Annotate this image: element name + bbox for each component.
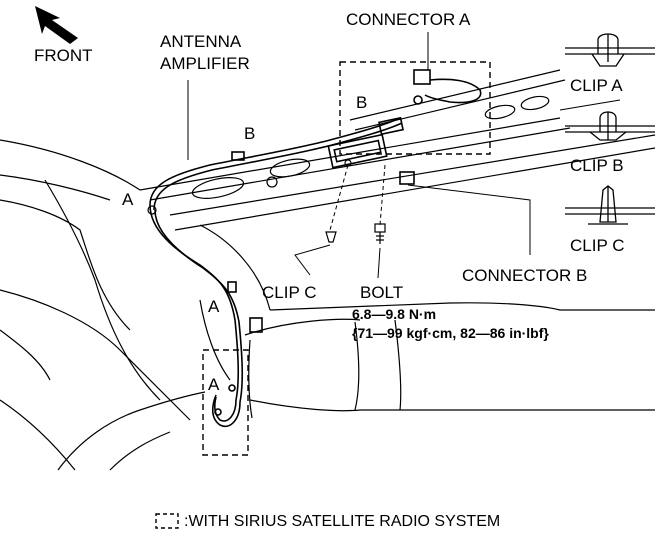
marker-a-left: A	[122, 190, 134, 209]
clip-c-fastener-icon	[325, 231, 337, 243]
clip-a-detail-icon	[565, 33, 655, 67]
legend-text: :WITH SIRIUS SATELLITE RADIO SYSTEM	[184, 513, 501, 530]
marker-a-middle: A	[208, 297, 220, 316]
fastener-leaders	[329, 164, 386, 231]
antenna-amplifier-label-line2: AMPLIFIER	[160, 54, 250, 73]
antenna-amplifier-label-line1: ANTENNA	[160, 32, 242, 51]
clip-c-detail-icon	[565, 185, 655, 225]
clip-a-label: CLIP A	[570, 76, 623, 95]
torque-spec-nm: 6.8—9.8 N·m	[352, 306, 437, 322]
marker-b-lower: B	[244, 124, 256, 143]
torque-spec-imperial: {71—99 kgf·cm, 82—86 in·lbf}	[352, 325, 549, 341]
bolt-label: BOLT	[360, 283, 404, 302]
clip-b-detail-icon	[565, 111, 655, 141]
clip-b-label: CLIP B	[570, 156, 624, 175]
front-label: FRONT	[34, 46, 93, 65]
label-leader-lines	[187, 32, 621, 279]
clip-c-label: CLIP C	[570, 236, 625, 255]
legend-dashed-box-icon	[155, 513, 179, 529]
marker-b-upper: B	[356, 93, 368, 112]
marker-a-lower: A	[208, 375, 220, 394]
connector-a-label: CONNECTOR A	[346, 10, 471, 29]
bolt-fastener-icon	[374, 223, 386, 244]
sirius-region-boxes	[202, 61, 491, 456]
front-arrow-icon	[35, 6, 78, 44]
clip-c-callout-label: CLIP C	[262, 283, 317, 302]
vehicle-body-outline	[0, 69, 656, 471]
antenna-cable-harness	[149, 69, 482, 427]
connector-b-label: CONNECTOR B	[462, 266, 588, 285]
